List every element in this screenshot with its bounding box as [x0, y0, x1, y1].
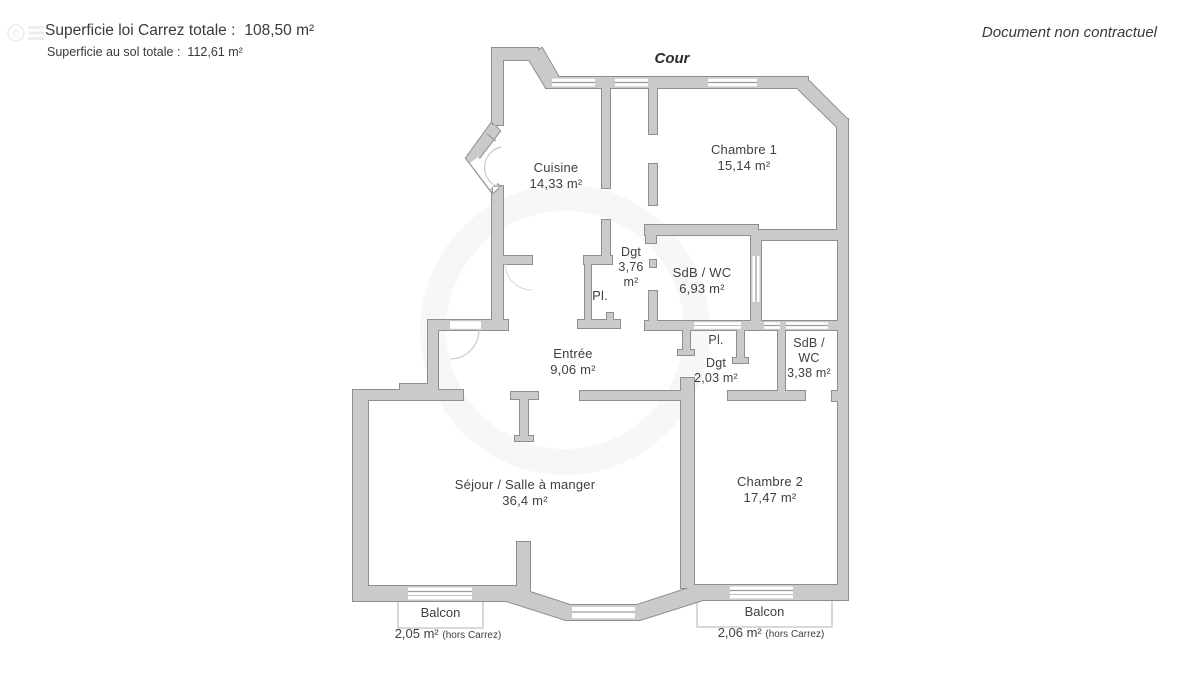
balcon-right-area: 2,06 m² (hors Carrez)	[717, 625, 825, 640]
carrez-total-value: 108,50 m²	[244, 22, 315, 39]
sol-total-value: 112,61 m²	[187, 45, 243, 59]
balcon-left-outline	[397, 599, 484, 629]
sol-total: Superficie au sol totale : 112,61 m²	[47, 45, 243, 59]
balcon-right-label: Balcon	[744, 604, 785, 619]
room-label-pl2: Pl.	[708, 333, 724, 347]
door-openings	[450, 157, 499, 329]
room-label-chambre2: Chambre 2 17,47 m²	[736, 474, 804, 505]
room-label-sdb-wc-1: SdB / WC 6,93 m²	[672, 265, 732, 296]
courtyard-label: Cour	[654, 50, 690, 67]
windows	[408, 78, 828, 619]
carrez-total-label: Superficie loi Carrez totale :	[45, 22, 236, 39]
room-label-sdb-wc-2: SdB / WC 3,38 m²	[787, 336, 831, 380]
room-label-dgt2: Dgt 2,03 m²	[694, 356, 738, 385]
corner-watermark: ©	[7, 24, 44, 42]
room-label-dgt1: Dgt 3,76 m²	[618, 245, 644, 289]
walls	[352, 47, 849, 621]
carrez-total: Superficie loi Carrez totale : 108,50 m²	[45, 22, 314, 40]
svg-text:©: ©	[12, 29, 20, 40]
door-arcs	[449, 133, 533, 360]
balcon-left-label: Balcon	[420, 605, 461, 620]
room-label-entree: Entrée 9,06 m²	[550, 346, 596, 377]
balcon-right-outline	[696, 599, 833, 628]
room-label-cuisine: Cuisine 14,33 m²	[529, 160, 583, 191]
room-label-sejour: Séjour / Salle à manger 36,4 m²	[454, 477, 596, 508]
room-label-pl1: Pl.	[592, 288, 608, 303]
balcon-left-area: 2,05 m² (hors Carrez)	[394, 626, 502, 641]
room-label-chambre1: Chambre 1 15,14 m²	[710, 142, 778, 173]
disclaimer-text: Document non contractuel	[981, 24, 1157, 41]
sol-total-label: Superficie au sol totale :	[47, 45, 181, 59]
